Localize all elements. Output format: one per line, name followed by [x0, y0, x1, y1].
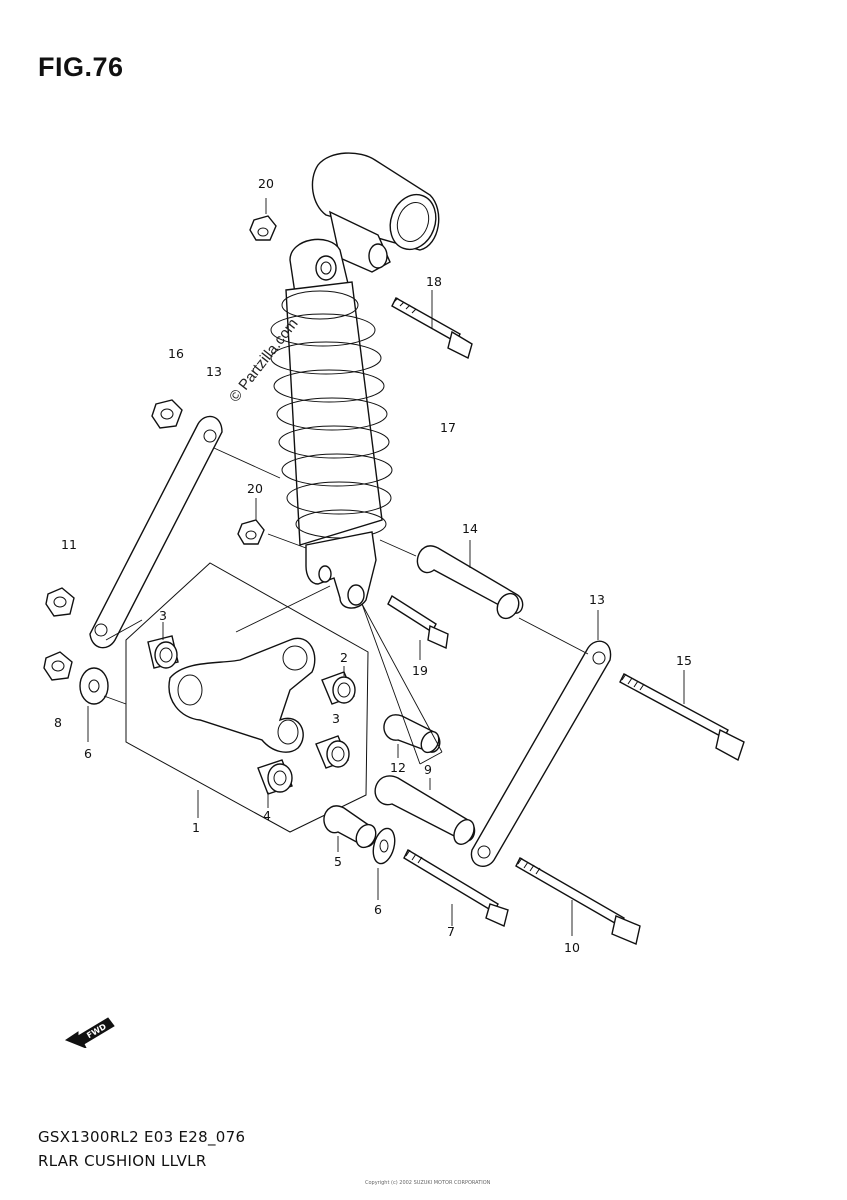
callout-10: 10 — [564, 940, 580, 955]
bearing-2[interactable] — [321, 671, 356, 705]
callout-5: 5 — [334, 854, 342, 869]
rear-shock-absorber[interactable] — [270, 152, 443, 609]
figure-code: GSX1300RL2 E03 E28_076 — [38, 1128, 246, 1146]
copyright-notice: Copyright (c) 2002 SUZUKI MOTOR CORPORAT… — [365, 1180, 491, 1186]
callout-7: 7 — [447, 924, 455, 939]
callout-20b: 20 — [247, 481, 263, 496]
callout-labels: 1 2 3 3 4 5 6 6 7 8 9 10 11 12 13 13 14 … — [54, 176, 692, 955]
bearing-4[interactable] — [257, 759, 293, 795]
callout-18: 18 — [426, 274, 442, 289]
callout-16: 16 — [168, 346, 184, 361]
nut-16[interactable] — [151, 399, 183, 429]
nut-20-top[interactable] — [249, 215, 277, 241]
washer-6-left[interactable] — [79, 667, 109, 705]
bolt-10[interactable] — [515, 857, 641, 945]
callout-3b: 3 — [332, 711, 340, 726]
callout-2: 2 — [340, 650, 348, 665]
callout-17: 17 — [440, 420, 456, 435]
bolt-18[interactable] — [391, 297, 473, 360]
callout-4: 4 — [263, 808, 271, 823]
bearing-3-right[interactable] — [315, 735, 350, 769]
link-rod-13-right[interactable] — [470, 640, 612, 868]
callout-14: 14 — [462, 521, 478, 536]
figure-name: RLAR CUSHION LLVLR — [38, 1152, 207, 1170]
nut-8[interactable] — [43, 651, 73, 681]
washer-6-right[interactable] — [370, 826, 399, 866]
spacer-9[interactable] — [374, 775, 478, 848]
bolt-19[interactable] — [387, 594, 449, 650]
forward-arrow-icon: FWD — [64, 1017, 115, 1048]
callout-6b: 6 — [374, 902, 382, 917]
callout-19: 19 — [412, 663, 428, 678]
leader-lines — [87, 198, 685, 936]
callout-1: 1 — [192, 820, 200, 835]
callout-3a: 3 — [159, 608, 167, 623]
spacer-12[interactable] — [383, 714, 442, 756]
callout-15: 15 — [676, 653, 692, 668]
callout-6a: 6 — [84, 746, 92, 761]
spacer-5[interactable] — [323, 805, 380, 851]
callout-13a: 13 — [206, 364, 222, 379]
link-rod-13-left[interactable] — [89, 415, 223, 649]
cushion-lever-1[interactable] — [168, 637, 316, 753]
bearing-3-top[interactable] — [147, 635, 179, 669]
figure-title: FIG.76 — [38, 52, 124, 82]
cushion-lever-assembly-box — [125, 562, 369, 833]
nut-20-lower[interactable] — [237, 519, 265, 545]
callout-12: 12 — [390, 760, 406, 775]
callout-13b: 13 — [589, 592, 605, 607]
nut-11[interactable] — [45, 587, 75, 617]
callout-8: 8 — [54, 715, 62, 730]
bolt-7[interactable] — [403, 849, 509, 927]
callout-11: 11 — [61, 537, 77, 552]
bolt-15[interactable] — [619, 673, 745, 762]
spacer-14[interactable] — [416, 545, 524, 622]
callout-9: 9 — [424, 762, 432, 777]
callout-20a: 20 — [258, 176, 274, 191]
